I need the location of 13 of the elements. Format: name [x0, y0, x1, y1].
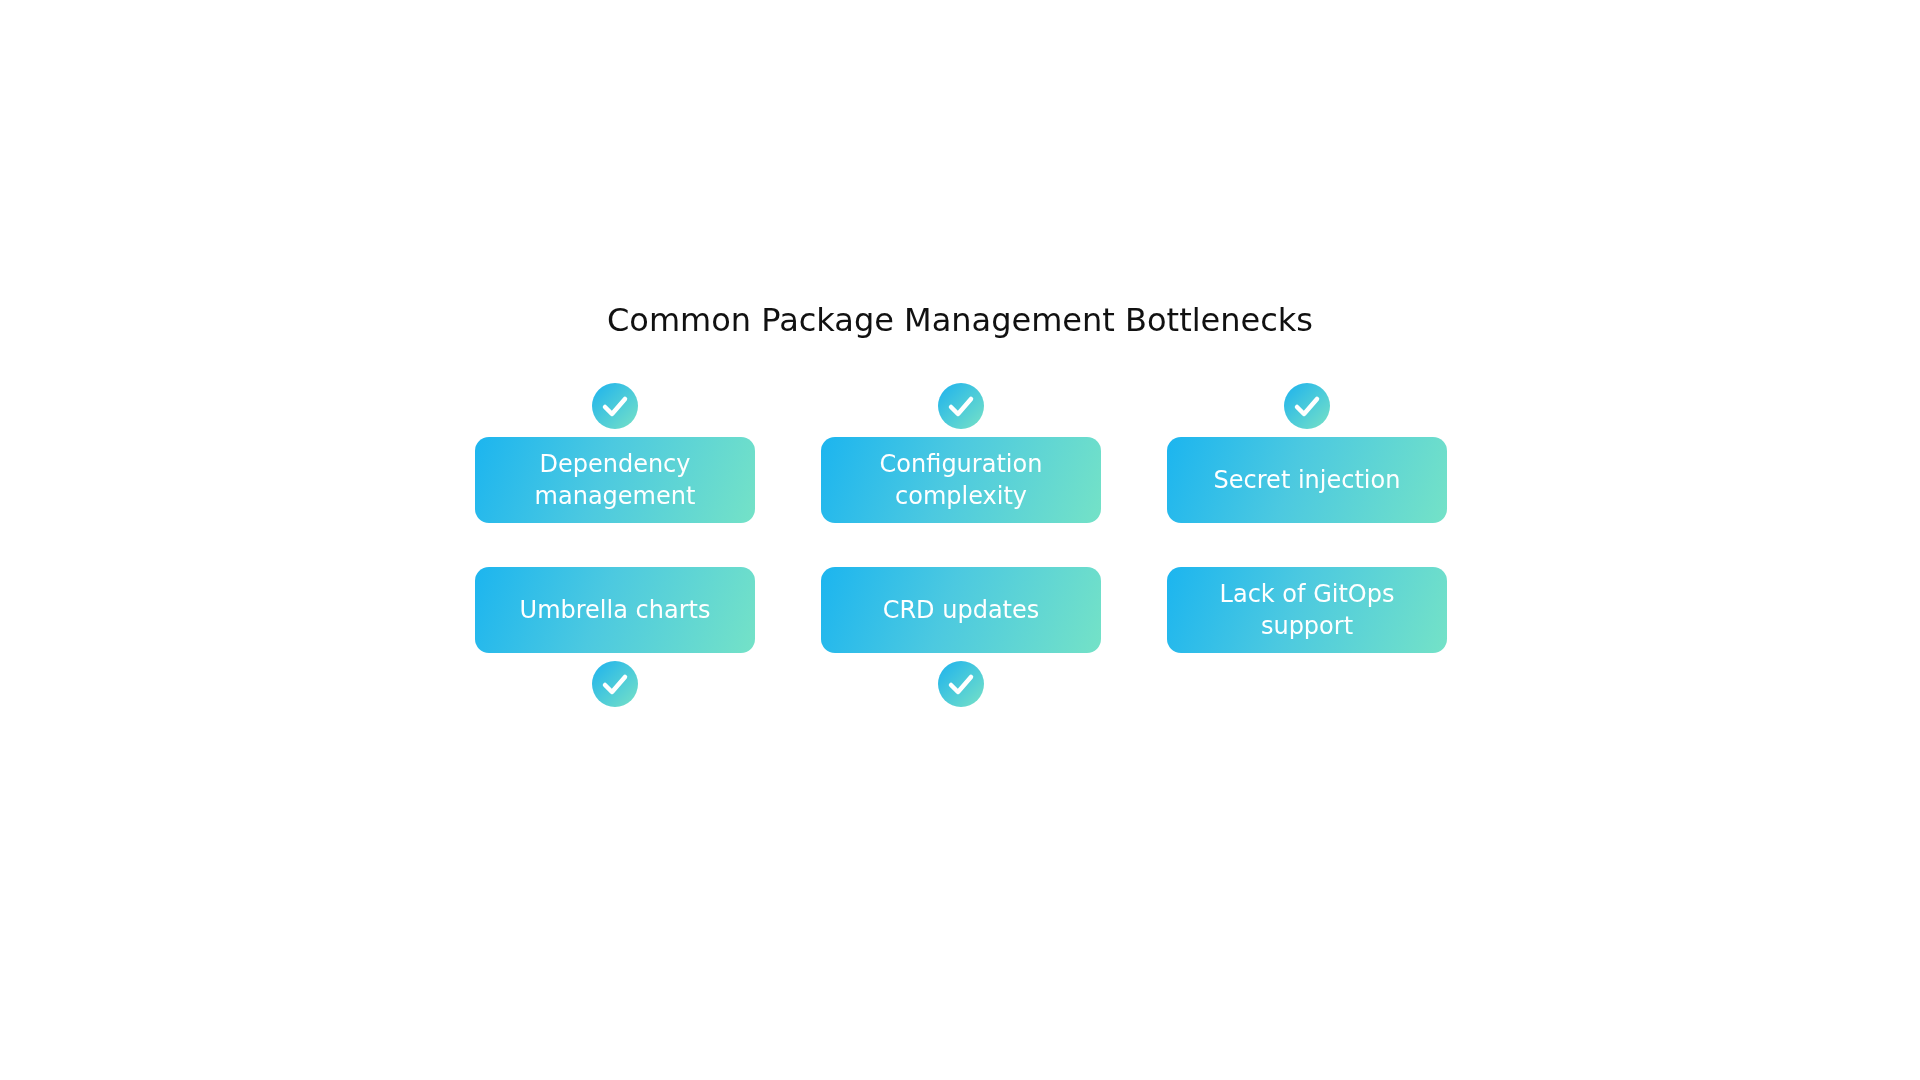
topic-card [1167, 567, 1447, 653]
card-label: Configuration complexity [878, 449, 1044, 512]
topic-card [475, 437, 755, 523]
card-label: CRD updates [882, 595, 1040, 626]
topic-card [821, 437, 1101, 523]
card-label: Umbrella charts [519, 595, 711, 626]
card-label: Lack of GitOps support [1218, 579, 1396, 642]
topic-card [1167, 437, 1447, 523]
card-label: Dependency management [533, 449, 697, 512]
diagram-title: Common Package Management Bottlenecks [606, 300, 1313, 340]
topic-card [821, 567, 1101, 653]
card-label: Secret injection [1213, 465, 1401, 496]
topic-card [475, 567, 755, 653]
